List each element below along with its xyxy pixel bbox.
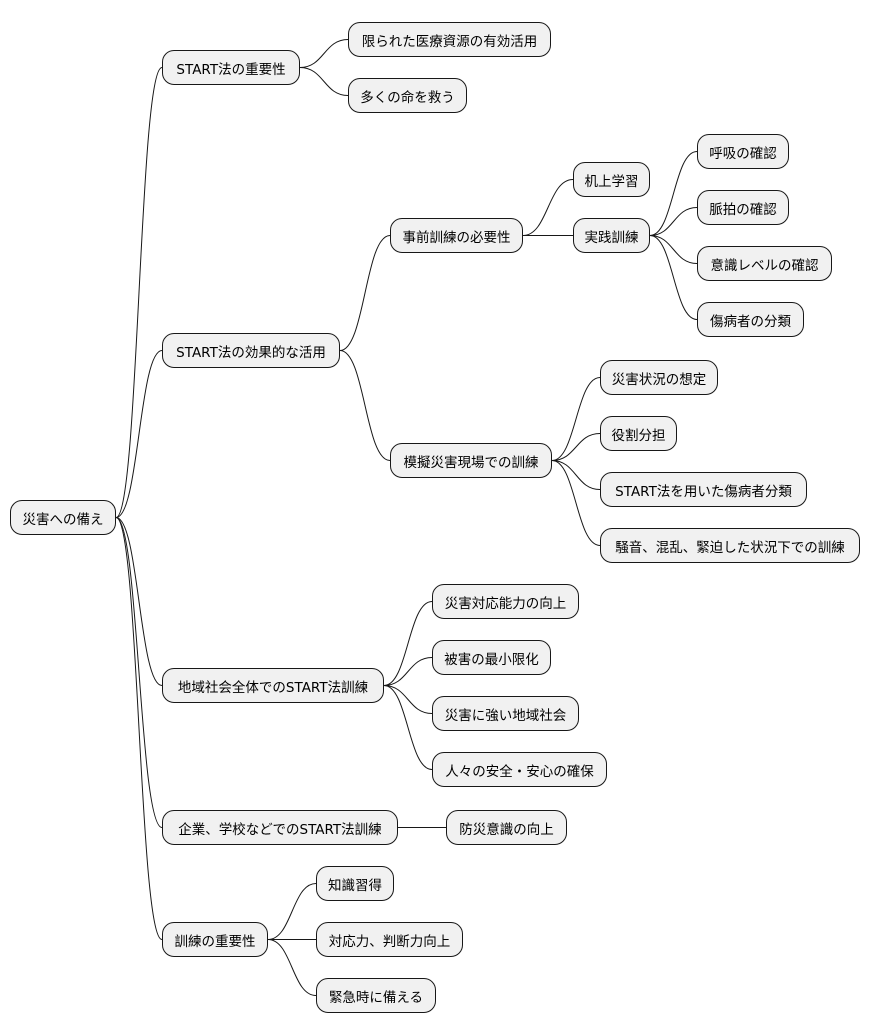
connector-n5-n5a: [267, 883, 317, 940]
mindmap-node-n5a: 知識習得: [316, 866, 394, 901]
connector-n3-n3a: [383, 601, 433, 686]
node-label: 地域社会全体でのSTART法訓練: [177, 679, 369, 696]
node-label: 被害の最小限化: [444, 651, 539, 668]
mindmap-node-n2b1: 災害状況の想定: [600, 360, 718, 395]
mindmap-node-n2b3: START法を用いた傷病者分類: [600, 472, 807, 507]
node-label: 役割分担: [611, 427, 666, 444]
connector-n2b-n2b3: [551, 460, 601, 490]
mindmap-node-n3: 地域社会全体でのSTART法訓練: [162, 668, 384, 703]
node-label: START法の効果的な活用: [176, 344, 326, 361]
node-label: 知識習得: [328, 877, 382, 894]
connector-root-n5: [115, 517, 163, 940]
mindmap-node-n4a: 防災意識の向上: [446, 810, 567, 845]
node-label: START法の重要性: [176, 61, 286, 78]
node-label: 災害状況の想定: [611, 371, 707, 388]
node-label: 災害に強い地域社会: [444, 707, 567, 724]
node-label: 多くの命を救う: [360, 89, 455, 106]
mindmap-node-n2b2: 役割分担: [600, 416, 677, 451]
connector-n2a2-n2a2b: [649, 207, 698, 236]
mindmap-node-n1: START法の重要性: [162, 50, 300, 85]
mindmap-node-n3a: 災害対応能力の向上: [432, 584, 579, 619]
mindmap-node-n2b4: 騒音、混乱、緊迫した状況下での訓練: [600, 528, 860, 563]
mindmap-node-n2b: 模擬災害現場での訓練: [390, 443, 552, 478]
node-label: 事前訓練の必要性: [402, 229, 511, 246]
mindmap-node-n5c: 緊急時に備える: [316, 978, 436, 1013]
node-label: 実践訓練: [584, 229, 639, 246]
node-label: 対応力、判断力向上: [328, 933, 451, 950]
mindmap-node-n1a: 限られた医療資源の有効活用: [348, 22, 551, 57]
mindmap-node-n4: 企業、学校などでのSTART法訓練: [162, 810, 398, 845]
mindmap-node-n3c: 災害に強い地域社会: [432, 696, 579, 731]
node-label: 企業、学校などでのSTART法訓練: [178, 821, 382, 838]
connector-n1-n1a: [299, 39, 349, 68]
mindmap-node-n3d: 人々の安全・安心の確保: [432, 752, 607, 787]
node-label: START法を用いた傷病者分類: [615, 483, 792, 500]
node-label: 防災意識の向上: [459, 821, 554, 838]
node-label: 脈拍の確認: [709, 201, 777, 218]
connector-n2b-n2b2: [551, 433, 601, 461]
connector-n2b-n2b1: [551, 377, 601, 461]
node-label: 人々の安全・安心の確保: [445, 763, 594, 780]
mindmap-node-n3b: 被害の最小限化: [432, 640, 551, 675]
connector-root-n2: [115, 350, 163, 518]
node-label: 限られた医療資源の有効活用: [361, 33, 538, 50]
mindmap-node-n2a2c: 意識レベルの確認: [697, 246, 832, 281]
node-label: 傷病者の分類: [710, 313, 791, 330]
node-label: 緊急時に備える: [328, 989, 424, 1006]
connector-root-n1: [115, 67, 163, 518]
mindmap-node-n1b: 多くの命を救う: [348, 78, 467, 113]
mindmap-node-n2a: 事前訓練の必要性: [390, 218, 523, 253]
node-label: 模擬災害現場での訓練: [403, 454, 539, 471]
node-label: 呼吸の確認: [709, 145, 777, 162]
node-label: 災害への備え: [22, 511, 104, 528]
connector-n2b-n2b4: [551, 460, 601, 546]
connector-root-n4: [115, 517, 163, 828]
connector-n1-n1b: [299, 67, 349, 96]
connector-n5-n5c: [267, 939, 317, 996]
mindmap-node-n2a1: 机上学習: [573, 162, 650, 197]
mindmap-node-n2a2d: 傷病者の分類: [697, 302, 804, 337]
node-label: 騒音、混乱、緊迫した状況下での訓練: [615, 539, 845, 556]
mindmap-node-n5: 訓練の重要性: [162, 922, 268, 957]
mindmap-node-root: 災害への備え: [10, 500, 116, 535]
node-label: 机上学習: [584, 173, 639, 190]
connector-n3-n3d: [383, 685, 433, 770]
connector-n2-n2b: [339, 350, 391, 461]
connector-n2a-n2a1: [522, 179, 574, 236]
node-label: 災害対応能力の向上: [444, 595, 567, 612]
connector-root-n3: [115, 517, 163, 686]
mindmap-node-n2a2: 実践訓練: [573, 218, 650, 253]
connector-n2a2-n2a2d: [649, 235, 698, 320]
connector-n2a2-n2a2c: [649, 235, 698, 264]
connector-n3-n3c: [383, 685, 433, 714]
connector-n2-n2a: [339, 235, 391, 351]
mindmap-node-n2a2a: 呼吸の確認: [697, 134, 789, 169]
node-label: 意識レベルの確認: [710, 257, 819, 274]
mindmap-node-n5b: 対応力、判断力向上: [316, 922, 463, 957]
mindmap-node-n2: START法の効果的な活用: [162, 333, 340, 368]
node-label: 訓練の重要性: [174, 933, 256, 950]
connector-n3-n3b: [383, 657, 433, 686]
mindmap-node-n2a2b: 脈拍の確認: [697, 190, 789, 225]
connector-n2a2-n2a2a: [649, 151, 698, 236]
